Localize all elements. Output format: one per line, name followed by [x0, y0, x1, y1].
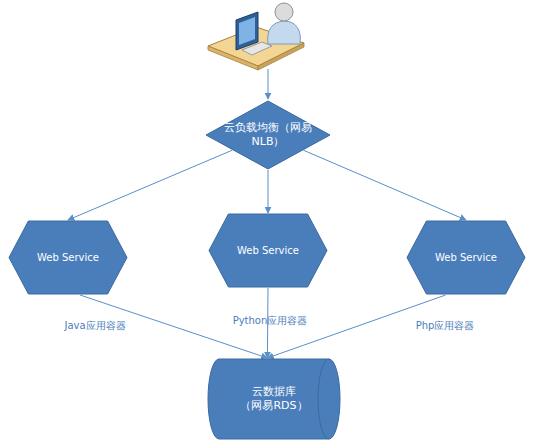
connector-arrow — [268, 170, 269, 213]
user-arrow — [268, 69, 269, 99]
node-shape — [208, 359, 340, 439]
node-content: Web Service — [8, 220, 128, 295]
person-head — [275, 3, 293, 21]
container-label: Php应用容器 — [416, 319, 475, 333]
node-label: 云负载均衡（网易 NLB） — [213, 121, 323, 150]
load-balancer-diamond: 云负载均衡（网易 NLB） — [205, 100, 331, 170]
node-shape — [9, 221, 127, 294]
node-label: Web Service — [435, 251, 497, 264]
node-label: 云数据库 （网易RDS） — [234, 385, 314, 414]
user-illustration — [208, 3, 304, 70]
node-shape — [407, 221, 525, 294]
connector-arrow — [68, 150, 232, 220]
web-service-hexagon: Web ServicePhp应用容器 — [406, 220, 526, 295]
web-service-hexagon: Web ServicePython应用容器 — [208, 213, 328, 288]
database-cylinder: 云数据库 （网易RDS） — [208, 358, 340, 440]
web-service-hexagon: Web ServiceJava应用容器 — [8, 220, 128, 295]
person-body — [268, 21, 301, 44]
node-label: Web Service — [37, 251, 99, 264]
node-content: Web Service — [208, 213, 328, 288]
node-shape — [209, 214, 327, 287]
node-content: 云负载均衡（网易 NLB） — [205, 100, 331, 170]
container-label: Python应用容器 — [233, 314, 308, 328]
node-content: 云数据库 （网易RDS） — [208, 358, 340, 440]
node-shape — [206, 101, 330, 169]
node-content: Web Service — [406, 220, 526, 295]
node-label: Web Service — [237, 244, 299, 257]
container-label: Java应用容器 — [64, 319, 125, 333]
monitor-screen — [239, 17, 255, 45]
connector-arrow — [304, 150, 466, 220]
monitor — [236, 12, 258, 50]
cylinder-end — [318, 359, 329, 439]
